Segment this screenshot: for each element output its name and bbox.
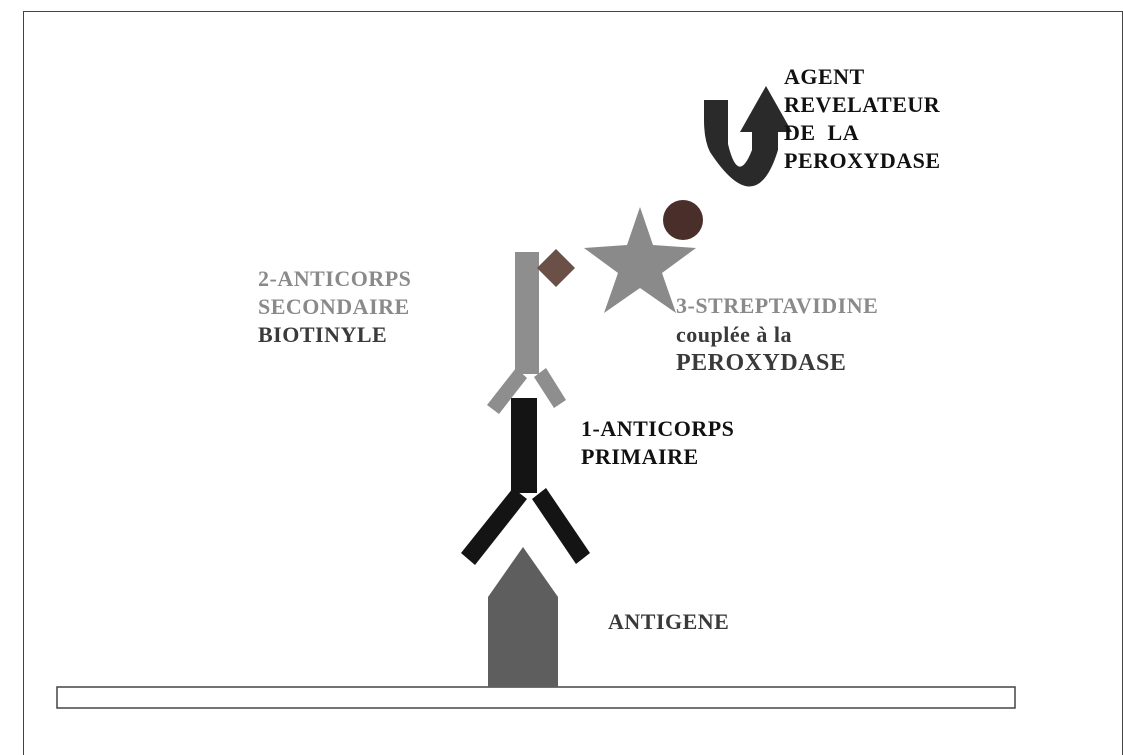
secondary-antibody-stem: [515, 252, 539, 374]
primary-antibody-label: 1-ANTICORPS PRIMAIRE: [581, 415, 734, 471]
agent-label-line: AGENT: [784, 64, 865, 89]
secondary-antibody-right-arm: [534, 368, 566, 408]
secondary-antibody-label-line: 2-ANTICORPS: [258, 266, 412, 291]
biotin-diamond: [537, 249, 575, 287]
agent-label-line: DE LA: [784, 120, 860, 145]
secondary-antibody-label-line: SECONDAIRE: [258, 294, 410, 319]
streptavidin-label-line: PEROXYDASE: [676, 350, 847, 376]
primary-antibody-stem: [511, 398, 537, 493]
revealing-agent-arrow: [704, 86, 792, 187]
primary-antibody-label-line: 1-ANTICORPS: [581, 416, 735, 441]
peroxidase-circle: [663, 200, 703, 240]
primary-antibody-right-arm: [532, 488, 590, 564]
secondary-antibody-label-line: BIOTINYLE: [258, 322, 388, 347]
support-slide: [56, 686, 1016, 709]
agent-label-line: REVELATEUR: [784, 92, 941, 117]
streptavidin-label: 3-STREPTAVIDINE couplée à la PEROXYDASE: [676, 291, 878, 378]
antigen-shape: [488, 547, 558, 687]
streptavidin-label-line: 3-STREPTAVIDINE: [676, 293, 879, 318]
agent-label-line: PEROXYDASE: [784, 148, 941, 173]
primary-antibody-label-line: PRIMAIRE: [581, 444, 699, 469]
antigen-label: ANTIGENE: [608, 609, 730, 634]
streptavidin-label-line: couplée à la: [676, 322, 792, 347]
streptavidin-star: [584, 207, 696, 313]
secondary-antibody-label: 2-ANTICORPS SECONDAIRE BIOTINYLE: [258, 265, 411, 349]
agent-label: AGENT REVELATEUR DE LA PEROXYDASE: [784, 63, 941, 175]
secondary-antibody-left-arm: [487, 368, 527, 414]
primary-antibody-left-arm: [461, 488, 527, 565]
